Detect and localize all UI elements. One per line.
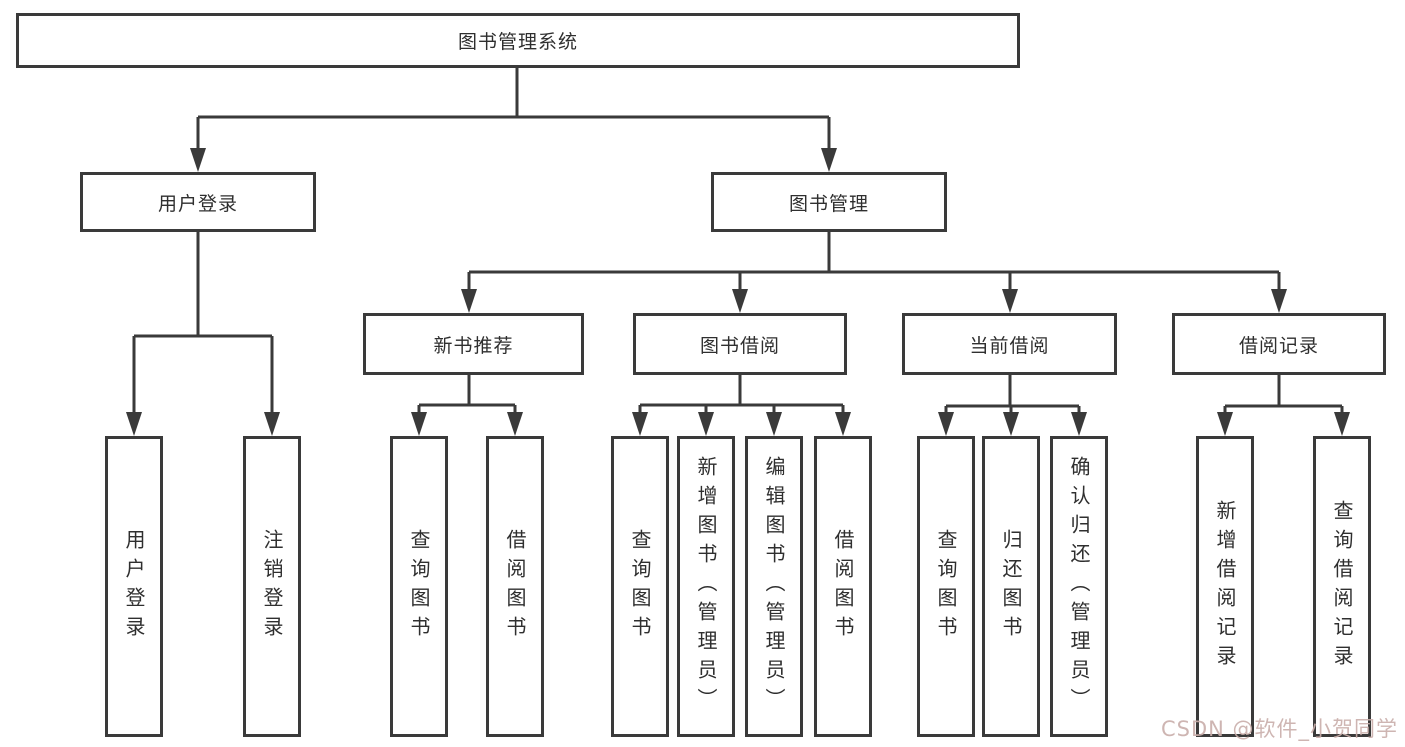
leaf-cb-return-books: 归还图书: [982, 436, 1040, 737]
leaf-label: 编辑图书（管理员）: [762, 456, 786, 717]
leaf-bb-query-books: 查询图书: [611, 436, 669, 737]
node-book-management: 图书管理: [711, 172, 947, 232]
leaf-user-login: 用户登录: [105, 436, 163, 737]
leaf-label: 查询图书: [628, 528, 652, 645]
csdn-watermark: CSDN @软件_小贺同学: [1161, 717, 1399, 741]
node-label: 图书借阅: [699, 334, 780, 357]
leaf-label: 确认归还（管理员）: [1067, 456, 1091, 717]
node-label: 图书管理: [788, 192, 869, 215]
connector-borrow-records-children: [1217, 375, 1350, 436]
connector-new-book-children: [411, 375, 523, 436]
leaf-cb-query-books: 查询图书: [917, 436, 975, 737]
node-current-borrow: 当前借阅: [902, 313, 1117, 375]
leaf-label: 查询图书: [407, 528, 431, 645]
leaf-label: 借阅图书: [503, 528, 527, 645]
leaf-label: 用户登录: [122, 528, 146, 645]
leaf-bb-add-books-admin: 新增图书（管理员）: [677, 436, 735, 737]
node-label: 图书管理系统: [457, 31, 578, 53]
connector-root-to-level2: [190, 68, 837, 172]
leaf-label: 新增图书（管理员）: [694, 456, 718, 717]
node-label: 借阅记录: [1238, 334, 1319, 357]
leaf-label: 新增借阅记录: [1213, 499, 1237, 674]
connector-current-borrow-children: [938, 375, 1087, 436]
leaf-label: 借阅图书: [831, 528, 855, 645]
leaf-br-query-borrow-record: 查询借阅记录: [1313, 436, 1371, 737]
node-user-login: 用户登录: [80, 172, 316, 232]
leaf-nbr-query-books: 查询图书: [390, 436, 448, 737]
connector-user-login-children: [126, 232, 280, 436]
leaf-bb-edit-books-admin: 编辑图书（管理员）: [745, 436, 803, 737]
node-label: 新书推荐: [433, 334, 514, 357]
leaf-label: 归还图书: [999, 528, 1023, 645]
leaf-bb-borrow-books: 借阅图书: [814, 436, 872, 737]
leaf-label: 查询图书: [934, 528, 958, 645]
node-label: 用户登录: [157, 192, 238, 215]
node-borrow-records: 借阅记录: [1172, 313, 1386, 375]
connector-book-management-children: [461, 232, 1287, 313]
leaf-br-add-borrow-record: 新增借阅记录: [1196, 436, 1254, 737]
leaf-logout: 注销登录: [243, 436, 301, 737]
leaf-label: 查询借阅记录: [1330, 499, 1354, 674]
node-root: 图书管理系统: [16, 13, 1020, 68]
leaf-cb-confirm-return-admin: 确认归还（管理员）: [1050, 436, 1108, 737]
node-new-book-recommend: 新书推荐: [363, 313, 584, 375]
leaf-nbr-borrow-books: 借阅图书: [486, 436, 544, 737]
node-book-borrow: 图书借阅: [633, 313, 847, 375]
connector-book-borrow-children: [632, 375, 851, 436]
leaf-label: 注销登录: [260, 528, 284, 645]
node-label: 当前借阅: [969, 334, 1050, 357]
